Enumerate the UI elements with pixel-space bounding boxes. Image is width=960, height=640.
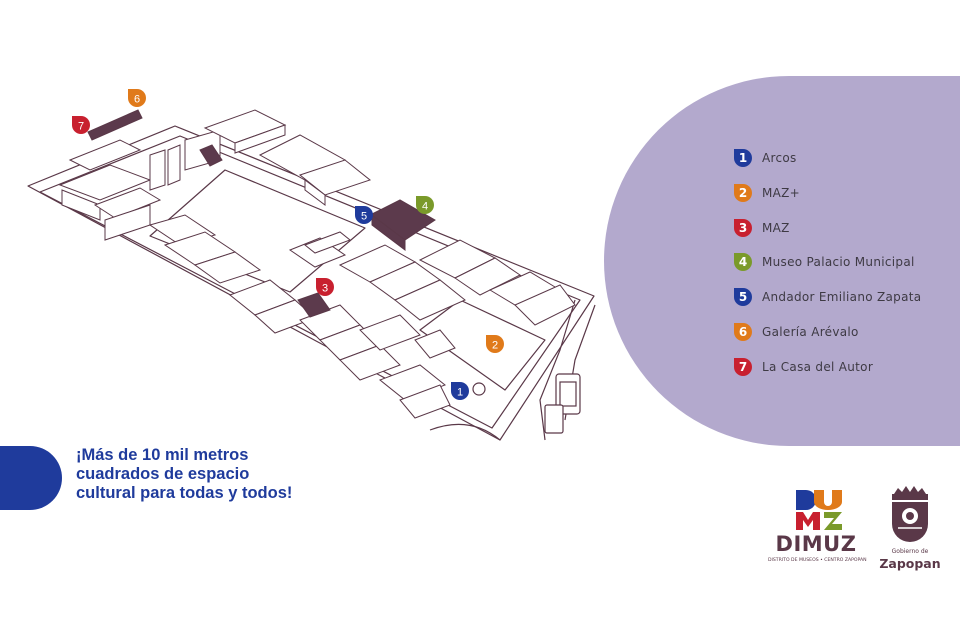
- legend-label: La Casa del Autor: [762, 359, 874, 374]
- svg-text:6: 6: [134, 94, 140, 106]
- legend-item-casa-autor[interactable]: 7 La Casa del Autor: [734, 357, 921, 377]
- svg-text:5: 5: [361, 211, 367, 223]
- legend-badge-4: 4: [734, 253, 752, 272]
- legend-panel: [604, 76, 960, 446]
- map-marker-5[interactable]: 5: [355, 206, 373, 224]
- legend-badge-2: 2: [734, 183, 752, 202]
- legend-item-maz-plus[interactable]: 2 MAZ+: [734, 183, 921, 203]
- building-palacio-side: [371, 213, 406, 252]
- legend-badge-3: 3: [734, 218, 752, 237]
- legend-badge-5: 5: [734, 288, 752, 307]
- map-markers: 1 2 3 4 5 6 7: [72, 89, 504, 400]
- map-marker-4[interactable]: 4: [416, 196, 434, 214]
- svg-text:2: 2: [492, 340, 498, 352]
- map-marker-3[interactable]: 3: [316, 278, 334, 296]
- legend-list: 1 Arcos 2 MAZ+ 3 MAZ 4 Museo Palacio Mun…: [734, 148, 921, 392]
- legend-item-andador[interactable]: 5 Andador Emiliano Zapata: [734, 287, 921, 307]
- roundabout: [472, 382, 486, 396]
- svg-text:1: 1: [457, 387, 463, 399]
- svg-text:4: 4: [422, 201, 428, 213]
- legend-label: Museo Palacio Municipal: [762, 255, 915, 270]
- map-marker-2[interactable]: 2: [486, 335, 504, 353]
- legend-label: Arcos: [762, 151, 797, 165]
- map-buildings: [58, 109, 576, 419]
- svg-text:7: 7: [78, 121, 84, 133]
- tagline-line-3: cultural para todas y todos!: [76, 484, 293, 502]
- map-highlight-buildings: [87, 109, 436, 318]
- legend-badge-6: 6: [734, 322, 752, 341]
- legend-label: MAZ+: [762, 185, 801, 200]
- map-marker-7[interactable]: 7: [72, 116, 90, 134]
- dimuz-wordmark: DIMUZ: [775, 532, 857, 556]
- legend-item-arcos[interactable]: 1 Arcos: [734, 148, 921, 168]
- open-plaza-south: [419, 299, 546, 391]
- map-marker-6[interactable]: 6: [128, 89, 146, 107]
- building-maz: [297, 292, 331, 318]
- legend-label: Andador Emiliano Zapata: [762, 290, 922, 305]
- legend-item-galeria[interactable]: 6 Galería Arévalo: [734, 322, 921, 342]
- legend-item-maz[interactable]: 3 MAZ: [734, 218, 921, 238]
- decorative-blue-tab: [0, 446, 62, 510]
- legend-badge-7: 7: [734, 357, 752, 376]
- legend-badge-1: 1: [734, 149, 752, 167]
- avenue-edge-1: [539, 299, 576, 441]
- map-vehicles: [544, 373, 581, 434]
- tagline-line-2: cuadrados de espacio: [76, 465, 250, 483]
- map-marker-1[interactable]: 1: [451, 382, 469, 400]
- dimuz-mark-icon: [796, 490, 842, 530]
- building-casa-del-autor: [87, 109, 143, 141]
- tagline: ¡Más de 10 mil metros cuadrados de espac…: [76, 446, 292, 503]
- zapopan-logo: Gobierno de Zapopan: [874, 482, 946, 572]
- zapopan-crest-icon: [892, 486, 928, 542]
- legend-label: Galería Arévalo: [762, 324, 859, 339]
- tagline-line-1: ¡Más de 10 mil metros: [76, 446, 249, 464]
- zapopan-gobierno-text: Gobierno de: [891, 548, 929, 555]
- legend-item-museo-palacio[interactable]: 4 Museo Palacio Municipal: [734, 252, 921, 272]
- road-curve: [429, 423, 501, 441]
- legend-label: MAZ: [762, 220, 790, 235]
- svg-text:3: 3: [322, 283, 328, 295]
- dimuz-logo: DIMUZ DISTRITO DE MUSEOS • CENTRO ZAPOPA…: [768, 488, 867, 568]
- zapopan-wordmark: Zapopan: [879, 556, 941, 571]
- building-accent: [199, 144, 223, 167]
- dimuz-subtitle: DISTRITO DE MUSEOS • CENTRO ZAPOPAN: [768, 558, 867, 563]
